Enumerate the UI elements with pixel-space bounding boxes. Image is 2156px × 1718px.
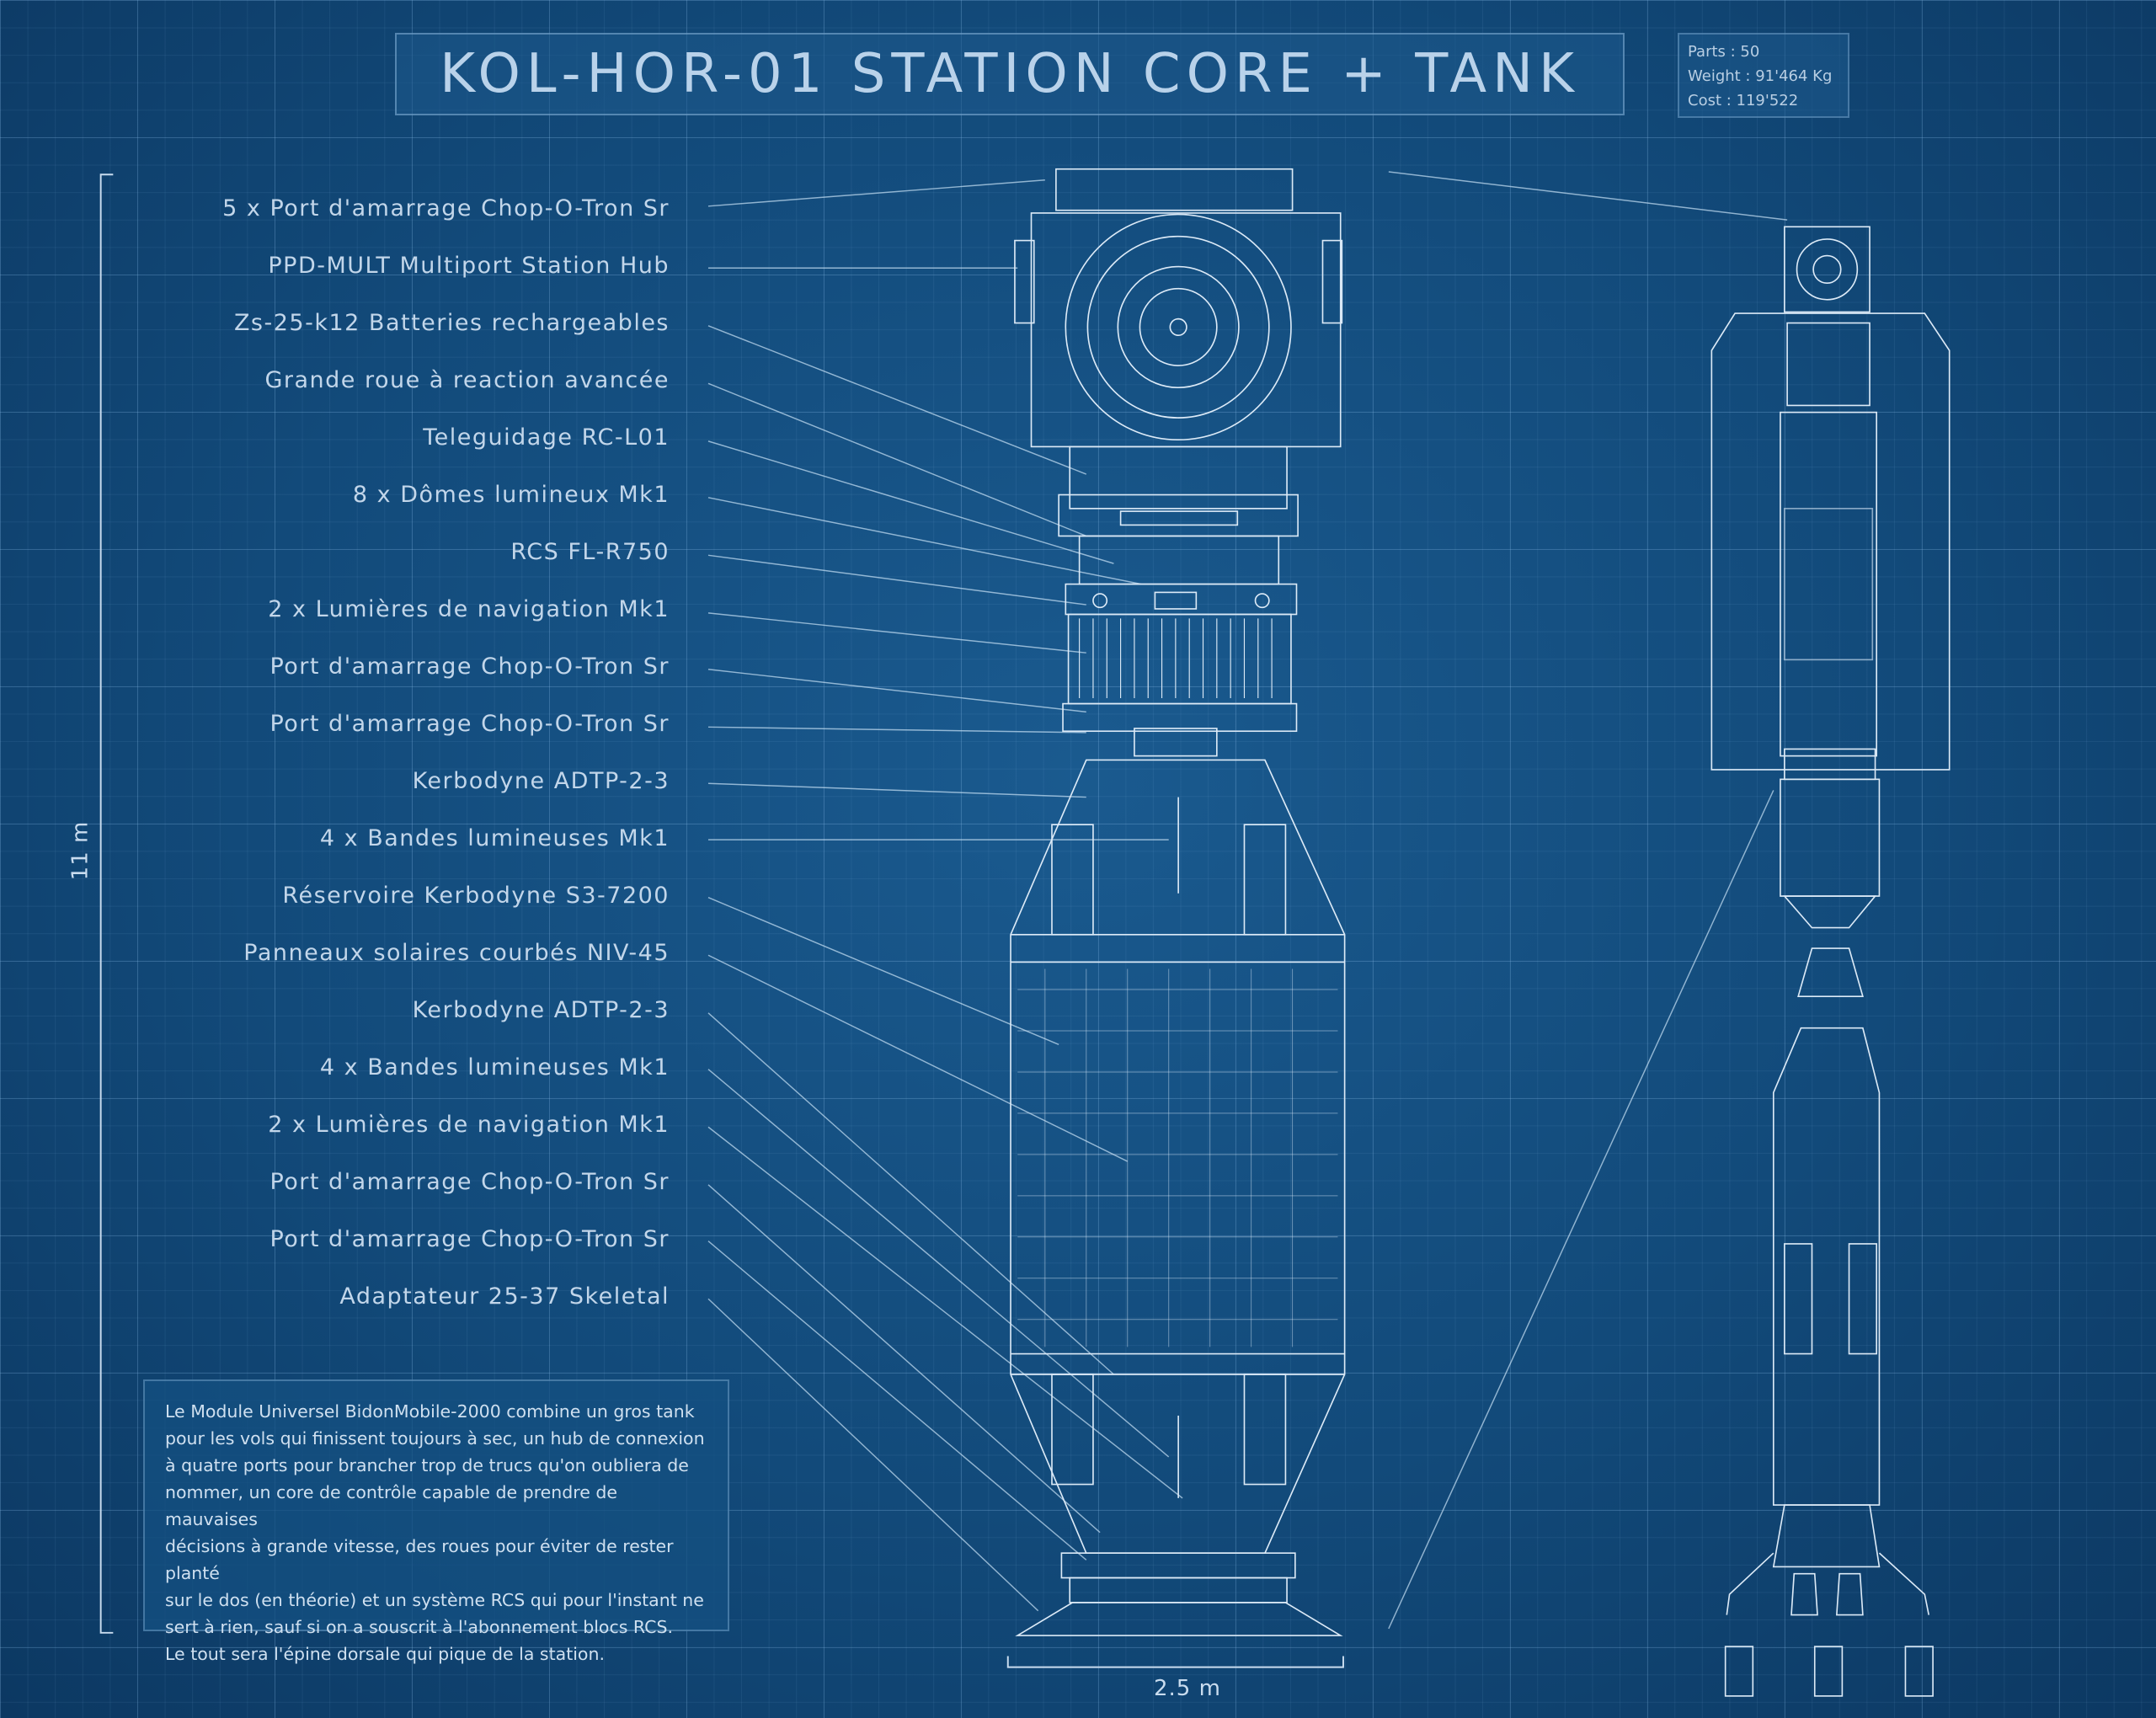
part-label: Teleguidage RC-L01 [423, 424, 670, 451]
part-label: Port d'amarrage Chop-O-Tron Sr [270, 711, 670, 737]
part-label: 4 x Bandes lumineuses Mk1 [319, 825, 670, 851]
parts-count: Parts : 50 [1688, 43, 1760, 61]
description-line: à quatre ports pour brancher trop de tru… [165, 1455, 689, 1475]
part-label: 4 x Bandes lumineuses Mk1 [319, 1054, 670, 1080]
part-label: PPD-MULT Multiport Station Hub [268, 253, 670, 279]
side-view-vessel [1710, 226, 1951, 1697]
part-label: Port d'amarrage Chop-O-Tron Sr [270, 654, 670, 680]
dimension-lines [99, 173, 1344, 1668]
description-box: Le Module Universel BidonMobile-2000 com… [143, 1379, 729, 1664]
part-label: Port d'amarrage Chop-O-Tron Sr [270, 1226, 670, 1252]
part-label: Kerbodyne ADTP-2-3 [412, 768, 670, 794]
description-line: sur le dos (en théorie) et un système RC… [165, 1590, 704, 1610]
stats-box: Parts : 50 Weight : 91'464 Kg Cost : 119… [1678, 33, 1849, 118]
part-label: Port d'amarrage Chop-O-Tron Sr [270, 1169, 670, 1195]
weight-value: Weight : 91'464 Kg [1688, 67, 1833, 85]
part-label: Panneaux solaires courbés NIV-45 [243, 940, 670, 966]
description-line: sert à rien, sauf si on a souscrit à l'a… [165, 1617, 673, 1637]
description-line: Le Module Universel BidonMobile-2000 com… [165, 1401, 695, 1422]
front-view-vessel [1010, 168, 1346, 1636]
page-title: KOL-HOR-01 STATION CORE + TANK [440, 43, 1580, 105]
part-label: 2 x Lumières de navigation Mk1 [268, 596, 670, 622]
description-line: décisions à grande vitesse, des roues po… [165, 1536, 674, 1583]
cost-value: Cost : 119'522 [1688, 92, 1799, 109]
part-label: Kerbodyne ADTP-2-3 [412, 997, 670, 1023]
leader-lines [707, 171, 1788, 1630]
part-label: 8 x Dômes lumineux Mk1 [352, 482, 670, 508]
height-dimension-label: 11 m [67, 820, 93, 881]
description-line: nommer, un core de contrôle capable de p… [165, 1482, 618, 1529]
part-label: RCS FL-R750 [510, 539, 670, 565]
part-label: 5 x Port d'amarrage Chop-O-Tron Sr [222, 195, 670, 221]
part-label: Réservoire Kerbodyne S3-7200 [282, 883, 670, 909]
part-label: Zs-25-k12 Batteries rechargeables [233, 310, 670, 336]
description-line: pour les vols qui finissent toujours à s… [165, 1428, 705, 1449]
part-label: Adaptateur 25-37 Skeletal [339, 1283, 670, 1310]
title-banner: KOL-HOR-01 STATION CORE + TANK [395, 33, 1625, 115]
description-line: Le tout sera l'épine dorsale qui pique d… [165, 1644, 605, 1664]
part-label: 2 x Lumières de navigation Mk1 [268, 1112, 670, 1138]
part-label: Grande roue à reaction avancée [264, 367, 670, 393]
width-dimension-label: 2.5 m [1154, 1676, 1221, 1701]
